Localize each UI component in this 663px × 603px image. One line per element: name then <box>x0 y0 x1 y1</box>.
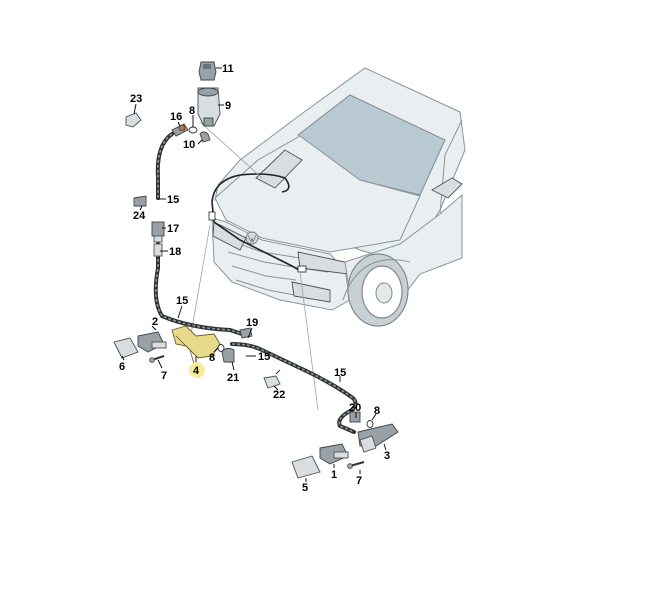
nozzle-1 <box>319 443 349 465</box>
washer-reservoir-9 <box>197 87 221 127</box>
clip-24 <box>133 195 147 207</box>
connector-17 <box>151 221 165 243</box>
callout-21: 21 <box>227 372 239 384</box>
hose-15-left <box>153 132 244 336</box>
callout-5: 5 <box>302 482 308 494</box>
callout-2: 2 <box>152 316 158 328</box>
connector-18 <box>153 243 163 257</box>
callout-8-right: 8 <box>374 405 380 417</box>
leader-lines <box>121 67 387 482</box>
callout-8-left: 8 <box>209 352 215 364</box>
seal-ring-8-right <box>366 420 374 428</box>
seal-ring-8-top <box>188 126 198 134</box>
clip-22 <box>263 369 281 389</box>
callout-labels: 11 9 8 10 16 23 15 24 17 18 15 2 6 7 4 8… <box>119 63 390 494</box>
callout-15-right: 15 <box>258 351 270 363</box>
callout-10: 10 <box>183 139 195 151</box>
callout-7-left: 7 <box>161 370 167 382</box>
callout-19: 19 <box>246 317 258 329</box>
callout-3: 3 <box>384 450 390 462</box>
nozzle-2 <box>137 331 167 353</box>
callout-15-far: 15 <box>334 367 346 379</box>
guide-lines <box>189 121 319 411</box>
bolt-7-right <box>347 461 365 469</box>
callout-22: 22 <box>273 389 285 401</box>
callout-6: 6 <box>119 361 125 373</box>
elbow-21 <box>221 347 235 363</box>
callout-4: 4 <box>193 365 200 377</box>
cap-5 <box>291 455 321 479</box>
callout-18: 18 <box>169 246 181 258</box>
callout-9: 9 <box>225 100 231 112</box>
callout-8-top: 8 <box>189 105 195 117</box>
callout-1: 1 <box>331 469 337 481</box>
callout-23: 23 <box>130 93 142 105</box>
elbow-10 <box>199 131 211 143</box>
callout-20: 20 <box>349 402 361 414</box>
callout-7-right: 7 <box>356 475 362 487</box>
callout-17: 17 <box>167 223 179 235</box>
connector-20 <box>349 411 361 423</box>
clip-23 <box>125 112 142 128</box>
callout-16: 16 <box>170 111 182 123</box>
hose-15-right <box>230 342 358 434</box>
callout-11: 11 <box>222 63 234 75</box>
holder-3 <box>357 423 399 453</box>
highlight-circle <box>189 362 205 378</box>
vehicle-illustration <box>208 67 466 327</box>
callout-24: 24 <box>133 210 146 222</box>
washer-pump-11 <box>198 61 217 81</box>
callout-15-top: 15 <box>167 194 179 206</box>
cap-6 <box>113 337 139 359</box>
bolt-7-left <box>149 355 165 363</box>
callout-15-mid: 15 <box>176 295 188 307</box>
